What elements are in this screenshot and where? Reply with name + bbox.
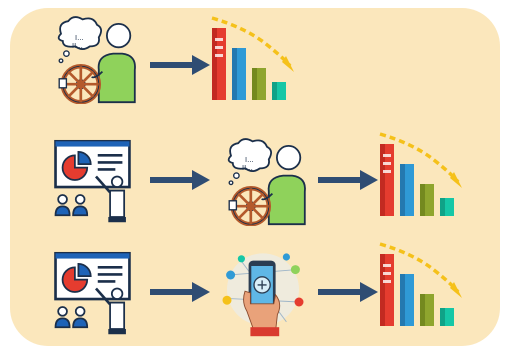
smartphone-network-icon [218,248,308,338]
presentation-board-icon [52,136,140,224]
bubble-text-2: II... [242,164,253,172]
bubble-text-1: I... [245,156,254,164]
declining-bar-chart-icon [374,240,470,336]
bubble-text-2: II... [72,42,83,50]
flow-arrow [150,170,210,190]
declining-bar-chart-icon [374,130,470,226]
flow-arrow [318,282,378,302]
flow-arrow [150,282,210,302]
declining-bar-chart-icon [206,14,302,110]
bubble-text-1: I... [75,34,84,42]
thinking-steering-person-icon: I... II... [52,14,142,104]
flow-arrow [318,170,378,190]
thinking-steering-person-icon: I... II... [222,136,312,226]
flow-arrow [150,55,210,75]
presentation-board-icon [52,248,140,336]
